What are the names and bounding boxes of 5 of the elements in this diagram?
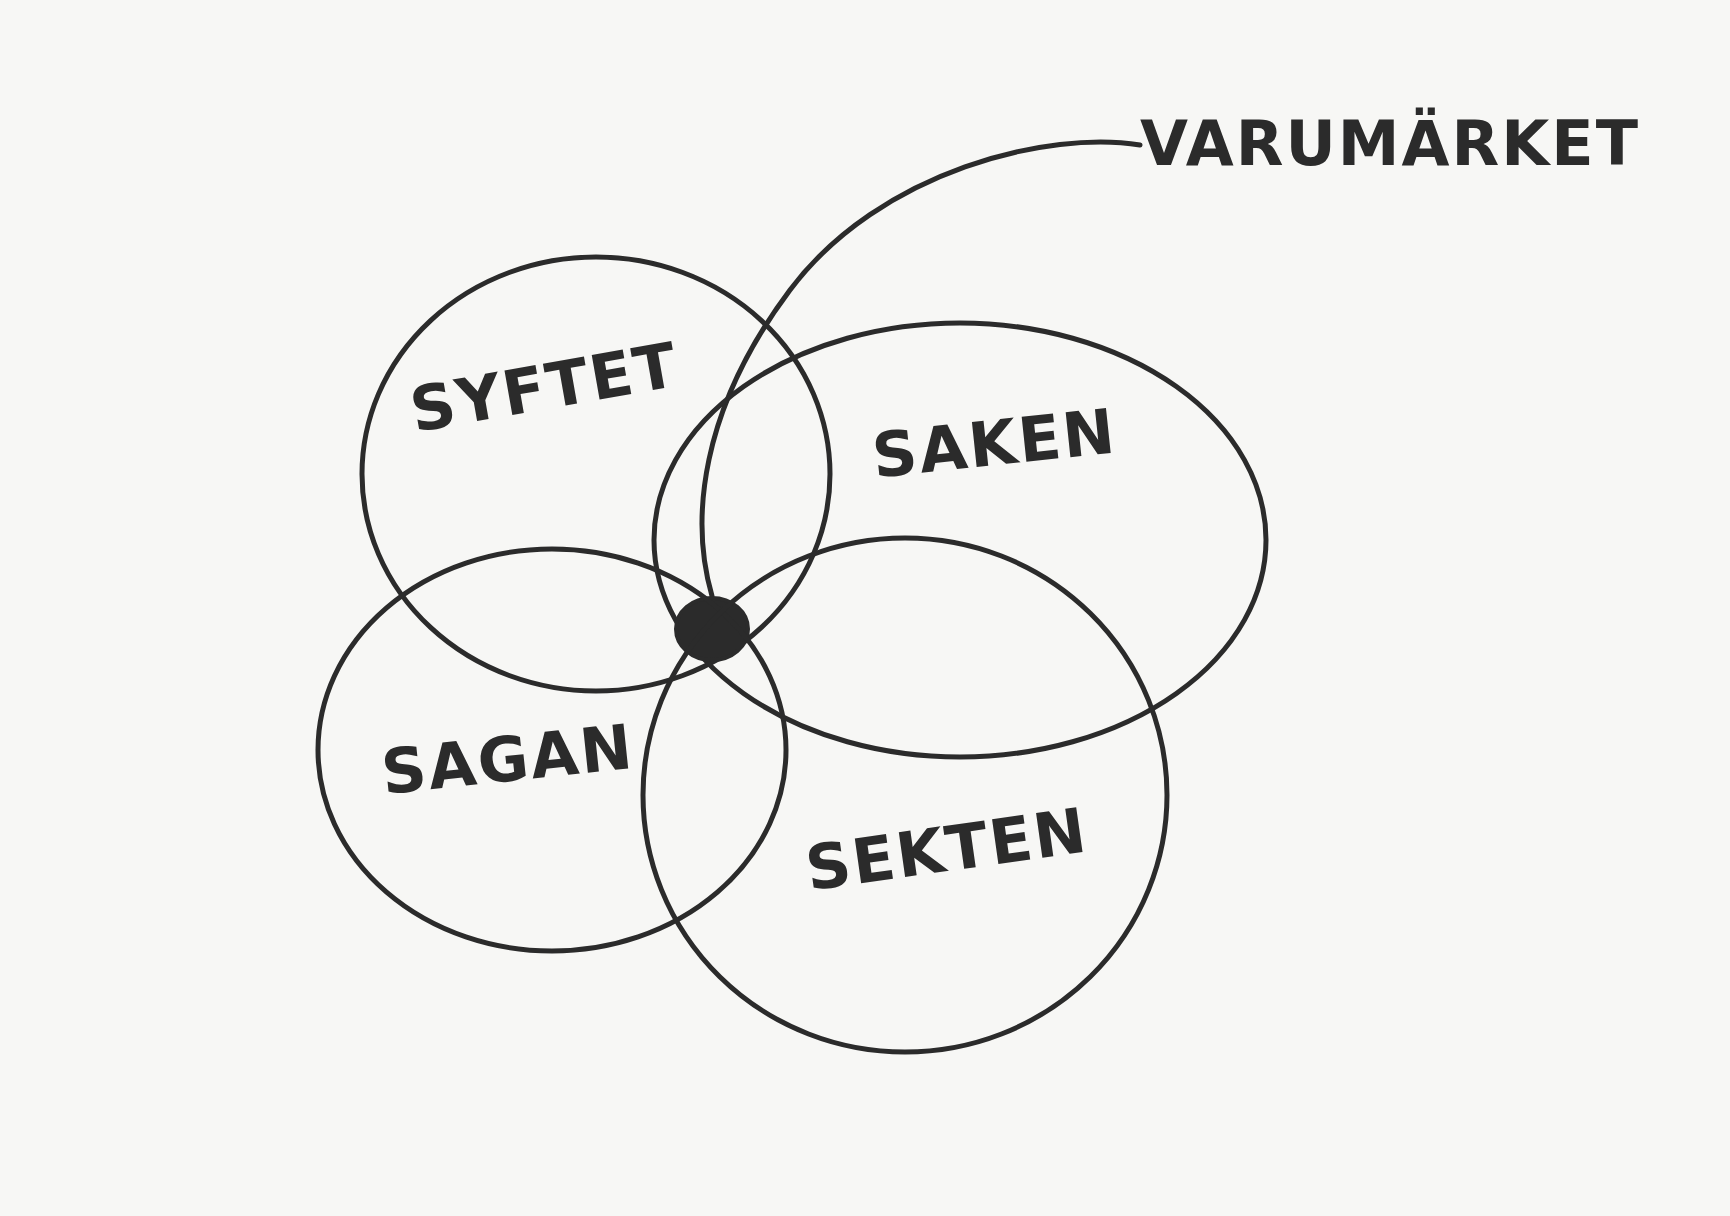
- circle-label: SEKTEN: [801, 796, 1092, 904]
- circle-label: SAGAN: [378, 712, 638, 808]
- leader-line: [699, 139, 1143, 599]
- circle-label: SYFTET: [405, 331, 684, 446]
- circle-label: SAKEN: [869, 397, 1120, 491]
